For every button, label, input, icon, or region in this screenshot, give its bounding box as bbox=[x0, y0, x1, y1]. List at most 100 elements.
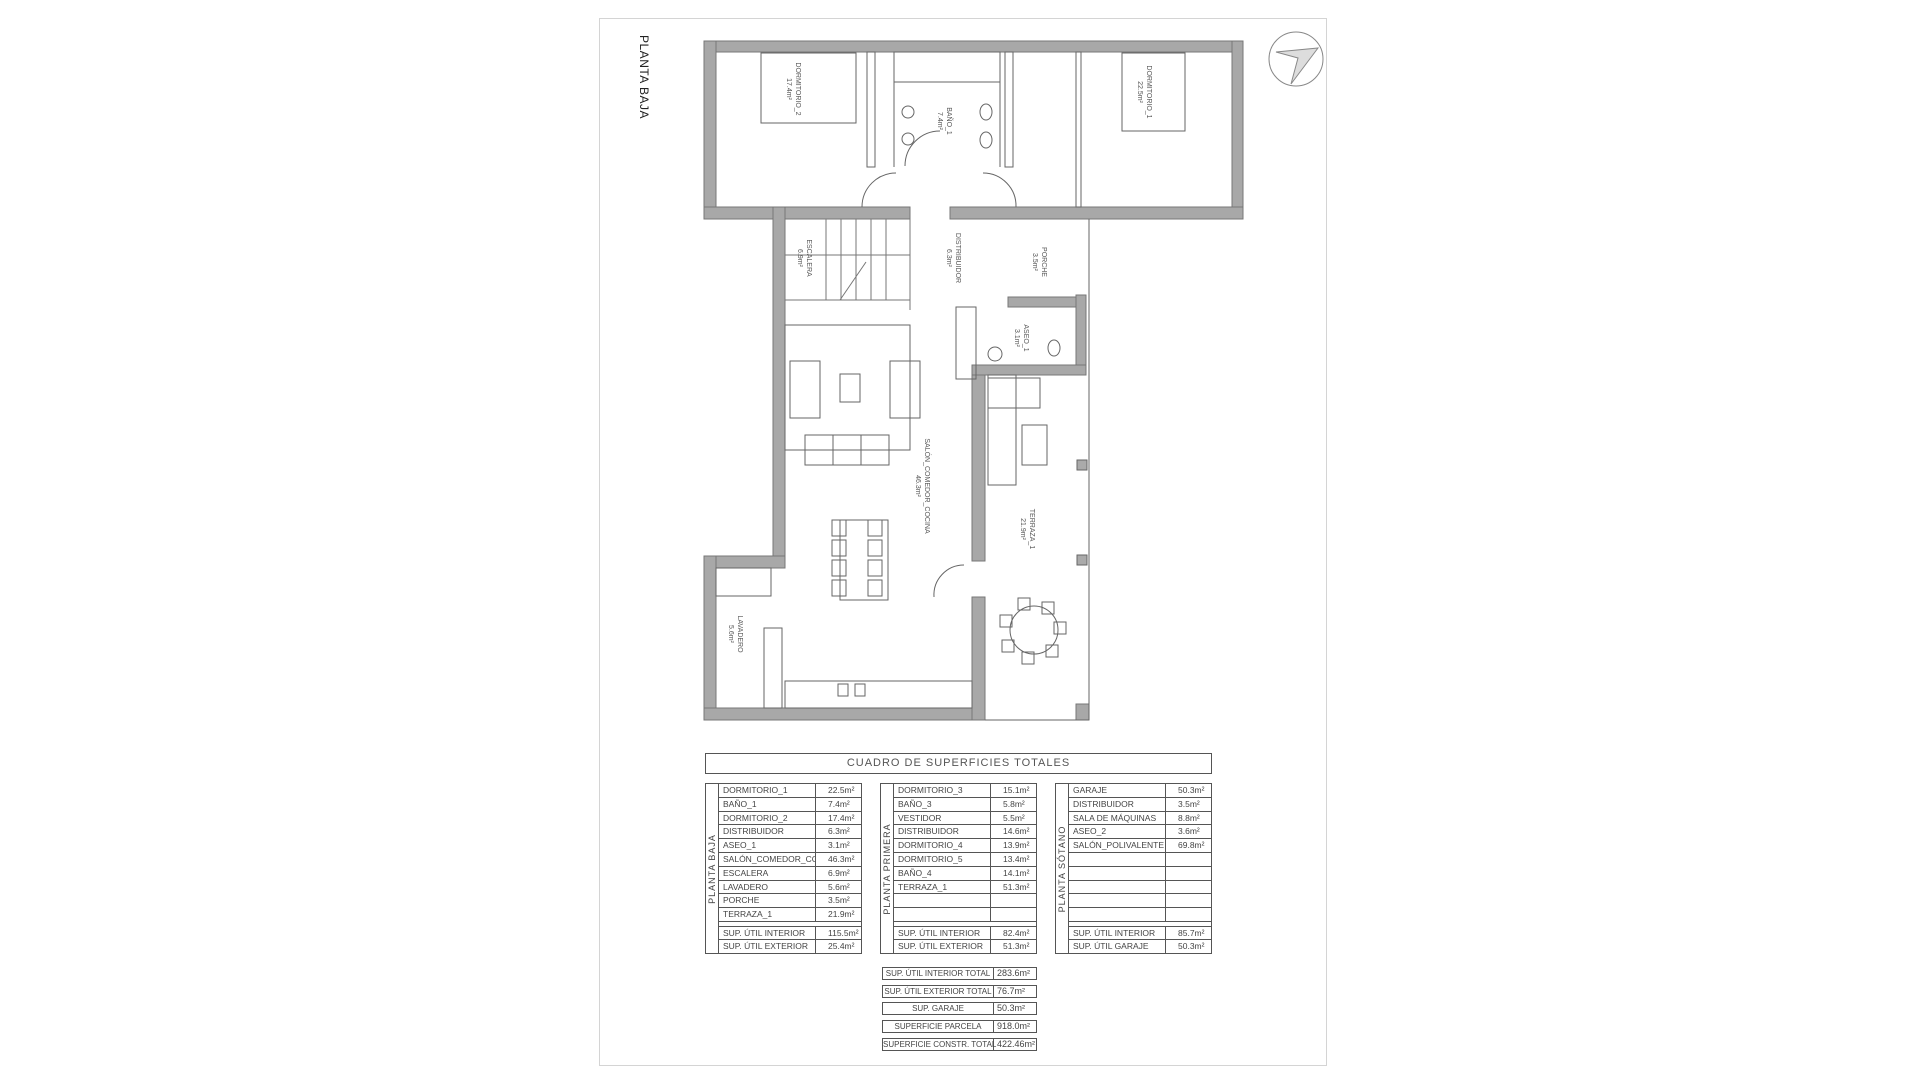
row-name: DISTRIBUIDOR bbox=[719, 825, 816, 839]
row-name: DISTRIBUIDOR bbox=[894, 825, 991, 839]
room-area: 6.3m² bbox=[945, 249, 952, 268]
table-row bbox=[1069, 880, 1211, 895]
row-name: BAÑO_3 bbox=[894, 797, 991, 811]
room-name: ASEO_1 bbox=[1022, 324, 1029, 351]
row-name: SUP. ÚTIL EXTERIOR bbox=[719, 940, 816, 954]
row-value: 51.3m² bbox=[1003, 941, 1030, 951]
row-name: GARAJE bbox=[1069, 784, 1166, 797]
row-value: 50.3m² bbox=[1178, 785, 1205, 795]
room-name: PORCHE bbox=[1040, 247, 1047, 277]
table-row bbox=[1069, 894, 1211, 909]
row-name: DORMITORIO_3 bbox=[894, 784, 991, 797]
total-name: SUP. ÚTIL EXTERIOR TOTAL bbox=[883, 986, 994, 997]
row-value: 50.3m² bbox=[1178, 941, 1205, 951]
total-value: 50.3m² bbox=[997, 1003, 1026, 1013]
table-row bbox=[1069, 908, 1211, 922]
floor-label-text: PLANTA PRIMERA bbox=[882, 822, 892, 915]
row-value: 25.4m² bbox=[828, 941, 855, 951]
row-name: VESTIDOR bbox=[894, 811, 991, 825]
table-row: DISTRIBUIDOR 14.6m² bbox=[894, 825, 1036, 840]
room-area: 17.4m² bbox=[785, 78, 792, 100]
row-value: 7.4m² bbox=[828, 798, 850, 809]
room-area: 5.6m² bbox=[727, 625, 734, 644]
interior-lines bbox=[715, 51, 1186, 721]
summary-row: SUP. ÚTIL GARAJE 50.3m² bbox=[1069, 940, 1211, 954]
row-value: 3.6m² bbox=[1178, 826, 1200, 837]
room-area: 3.1m² bbox=[1013, 329, 1020, 348]
room-name: BAÑO_1 bbox=[945, 107, 954, 135]
row-value bbox=[1166, 853, 1211, 866]
row-name: LAVADERO bbox=[719, 880, 816, 894]
row-name: BAÑO_4 bbox=[894, 866, 991, 880]
table-row: BAÑO_4 14.1m² bbox=[894, 866, 1036, 881]
row-value: 8.8m² bbox=[1178, 812, 1200, 823]
total-value: 422.46m² bbox=[997, 1039, 1036, 1049]
row-value bbox=[1166, 894, 1211, 907]
row-name: ASEO_1 bbox=[719, 839, 816, 852]
drawing-sheet bbox=[599, 18, 1327, 1066]
room-area: 3.5m² bbox=[1031, 253, 1038, 272]
row-value: 5.8m² bbox=[1003, 798, 1025, 809]
row-value: 22.5m² bbox=[828, 785, 855, 795]
row-name bbox=[1069, 894, 1166, 908]
table-row bbox=[894, 894, 1036, 909]
row-name: ESCALERA bbox=[719, 866, 816, 880]
room-label-aseo-1: ASEO_13.1m² bbox=[1013, 324, 1029, 351]
total-name: SUP. ÚTIL INTERIOR TOTAL bbox=[883, 968, 994, 979]
row-name bbox=[1069, 866, 1166, 880]
room-name: DISTRIBUIDOR bbox=[954, 233, 961, 283]
row-value: 6.9m² bbox=[828, 867, 850, 878]
row-name bbox=[894, 908, 991, 921]
table-row bbox=[894, 908, 1036, 922]
row-value: 3.5m² bbox=[828, 895, 850, 906]
row-name: TERRAZA_1 bbox=[894, 880, 991, 894]
summary-row: SUP. ÚTIL EXTERIOR 51.3m² bbox=[894, 940, 1036, 954]
table-row: VESTIDOR 5.5m² bbox=[894, 811, 1036, 826]
row-value: 13.9m² bbox=[1003, 840, 1030, 851]
row-name: SALA DE MÁQUINAS bbox=[1069, 811, 1166, 825]
room-label-terraza: TERRAZA_121.9m² bbox=[1019, 509, 1035, 550]
floor-label: PLANTA PRIMERA bbox=[881, 784, 894, 953]
row-name: SUP. ÚTIL GARAJE bbox=[1069, 940, 1166, 954]
row-value: 14.6m² bbox=[1003, 826, 1030, 837]
row-value: 46.3m² bbox=[828, 854, 855, 864]
room-label-dormitorio-2: DORMITORIO_217.4m² bbox=[785, 62, 801, 115]
room-name: DORMITORIO_1 bbox=[1145, 65, 1152, 118]
row-name: SUP. ÚTIL EXTERIOR bbox=[894, 940, 991, 954]
row-value: 5.5m² bbox=[1003, 812, 1025, 823]
row-value: 14.1m² bbox=[1003, 867, 1030, 878]
table-row: SALA DE MÁQUINAS 8.8m² bbox=[1069, 811, 1211, 826]
floor-label-text: PLANTA BAJA bbox=[707, 833, 717, 904]
room-name: TERRAZA_1 bbox=[1028, 509, 1035, 550]
total-value: 76.7m² bbox=[997, 986, 1026, 996]
room-label-bano-1: BAÑO_17.4m² bbox=[936, 107, 954, 135]
row-value: 69.8m² bbox=[1178, 840, 1205, 851]
room-area: 22.5m² bbox=[1136, 81, 1143, 103]
room-name: ESCALERA bbox=[805, 239, 812, 277]
row-name: DORMITORIO_5 bbox=[894, 853, 991, 866]
row-name: DISTRIBUIDOR bbox=[1069, 797, 1166, 811]
floor-label-text: PLANTA SÓTANO bbox=[1057, 825, 1067, 912]
room-area: 21.9m² bbox=[1019, 518, 1026, 540]
table-row bbox=[1069, 853, 1211, 867]
total-name: SUP. GARAJE bbox=[883, 1003, 994, 1014]
table-row bbox=[1069, 866, 1211, 881]
room-name: LAVADERO bbox=[736, 615, 743, 653]
floor-label: PLANTA BAJA bbox=[706, 784, 719, 953]
